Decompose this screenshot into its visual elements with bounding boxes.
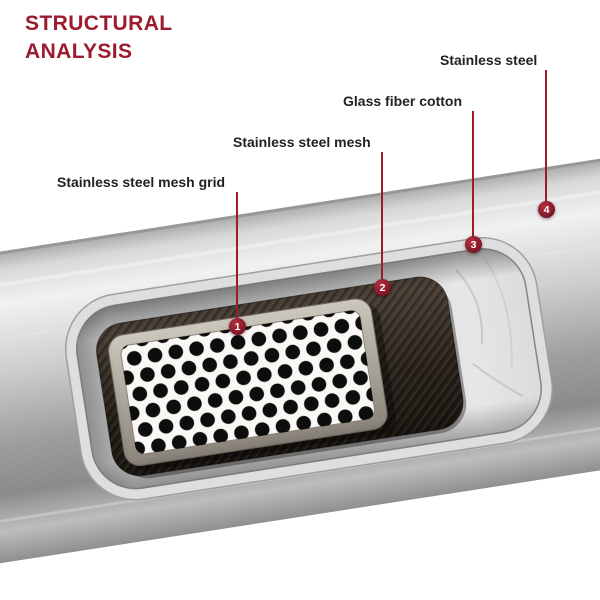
callout-line-glass-fiber [472,111,474,237]
callout-label-mesh: Stainless steel mesh [233,134,371,150]
page-title: STRUCTURAL ANALYSIS [25,10,172,65]
callout-line-mesh [381,152,383,280]
callout-badge-2: 2 [374,279,391,296]
callout-badge-3: 3 [465,236,482,253]
callout-line-stainless-steel [545,70,547,202]
callout-label-stainless-steel: Stainless steel [440,52,538,68]
callout-label-glass-fiber: Glass fiber cotton [343,93,463,109]
cutaway-rim [64,237,553,501]
callout-badge-1: 1 [229,318,246,335]
mesh-grid-plate [108,298,396,471]
page-title-line2: ANALYSIS [25,39,133,63]
page-title-line1: STRUCTURAL [25,12,173,35]
callout-badge-4: 4 [538,201,555,218]
callout-line-mesh-grid [236,192,238,319]
callout-label-mesh-grid: Stainless steel mesh grid [57,174,226,190]
